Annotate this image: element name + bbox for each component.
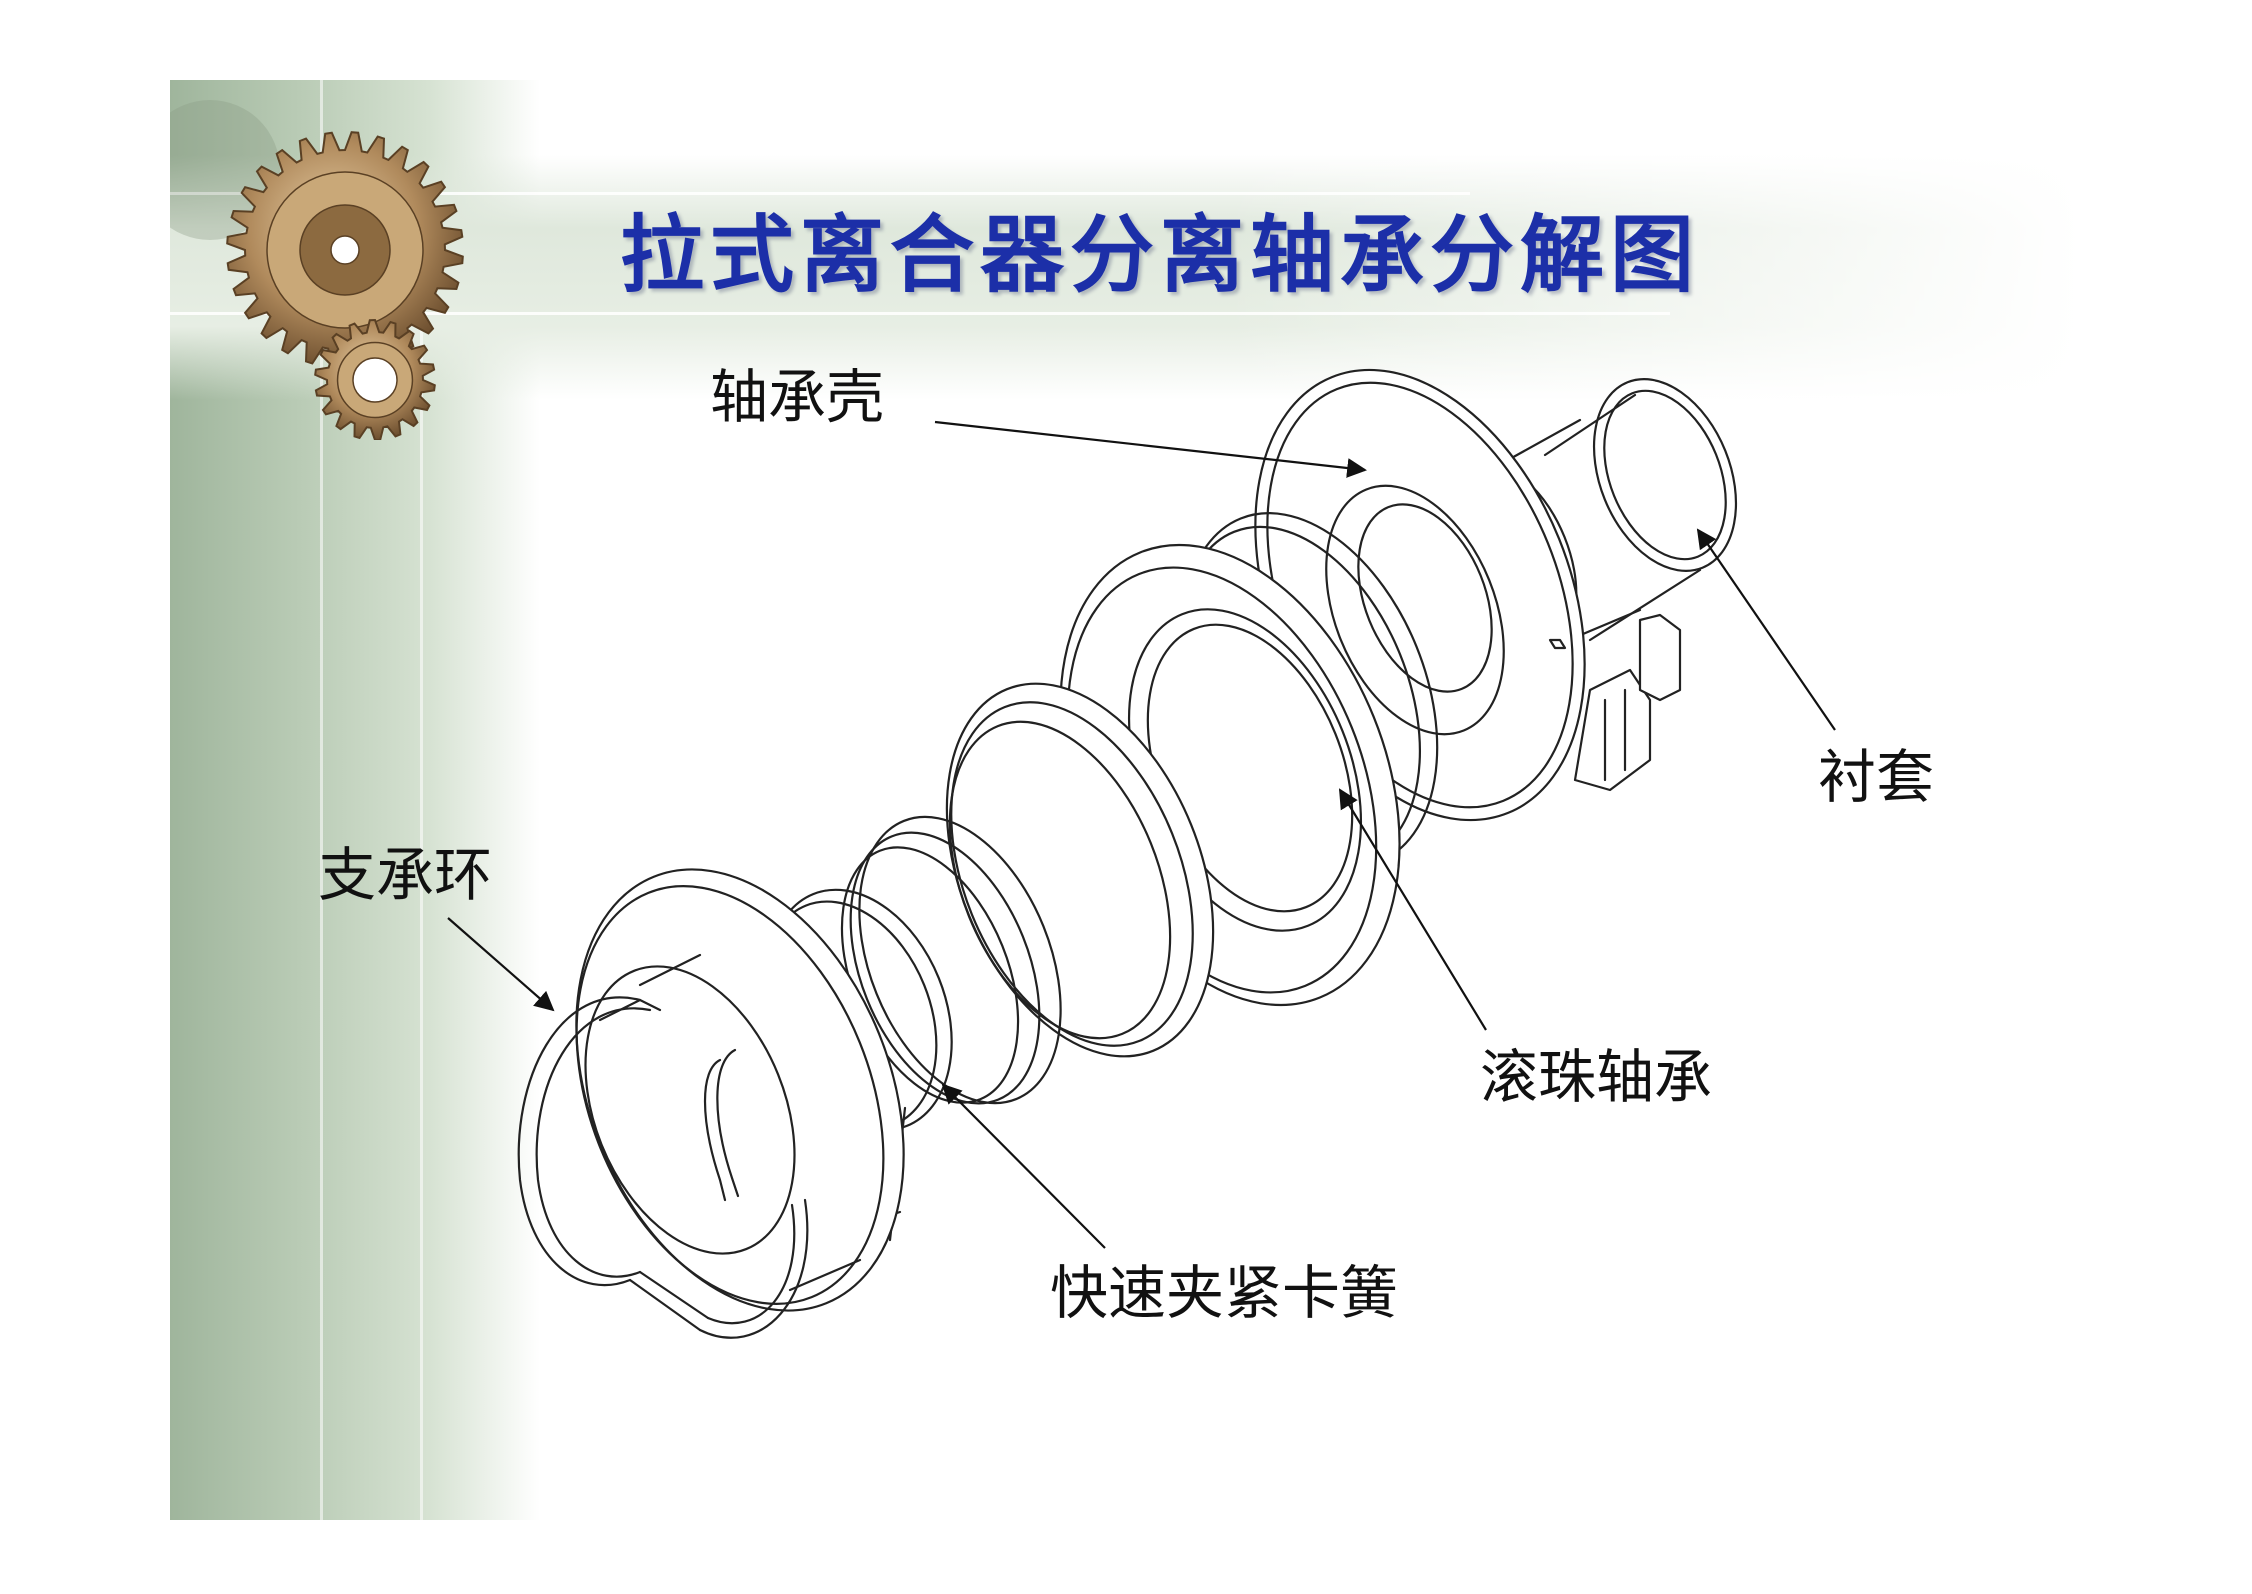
label-quick-clamp-spring: 快速夹紧卡簧 [1050,1259,1399,1327]
decorative-line [170,192,1470,195]
slide: 拉式离合器分离轴承分解图 [170,80,2082,1520]
decorative-line [420,330,423,1520]
decorative-title-band [170,155,2082,400]
decorative-line [170,312,1670,315]
arrow-ball-bearing [1338,788,1487,1031]
label-support-ring: 支承环 [318,841,493,909]
wire-clip-part [517,996,809,1339]
retaining-ring-part [945,682,1215,1058]
label-ball-bearing: 滚珠轴承 [1480,1043,1713,1111]
gears-logo-icon [170,100,464,440]
arrow-bearing-housing [934,420,1367,478]
page-title: 拉式离合器分离轴承分解图 [620,205,1701,304]
support-ring-part [575,868,905,1312]
arrow-quick-clamp-spring [941,1083,1106,1249]
arrow-support-ring [447,917,555,1012]
decorative-line [320,80,323,1520]
arrow-bushing [1696,528,1836,731]
label-bearing-housing: 轴承壳 [710,363,885,431]
label-bushing: 衬套 [1818,743,1935,811]
